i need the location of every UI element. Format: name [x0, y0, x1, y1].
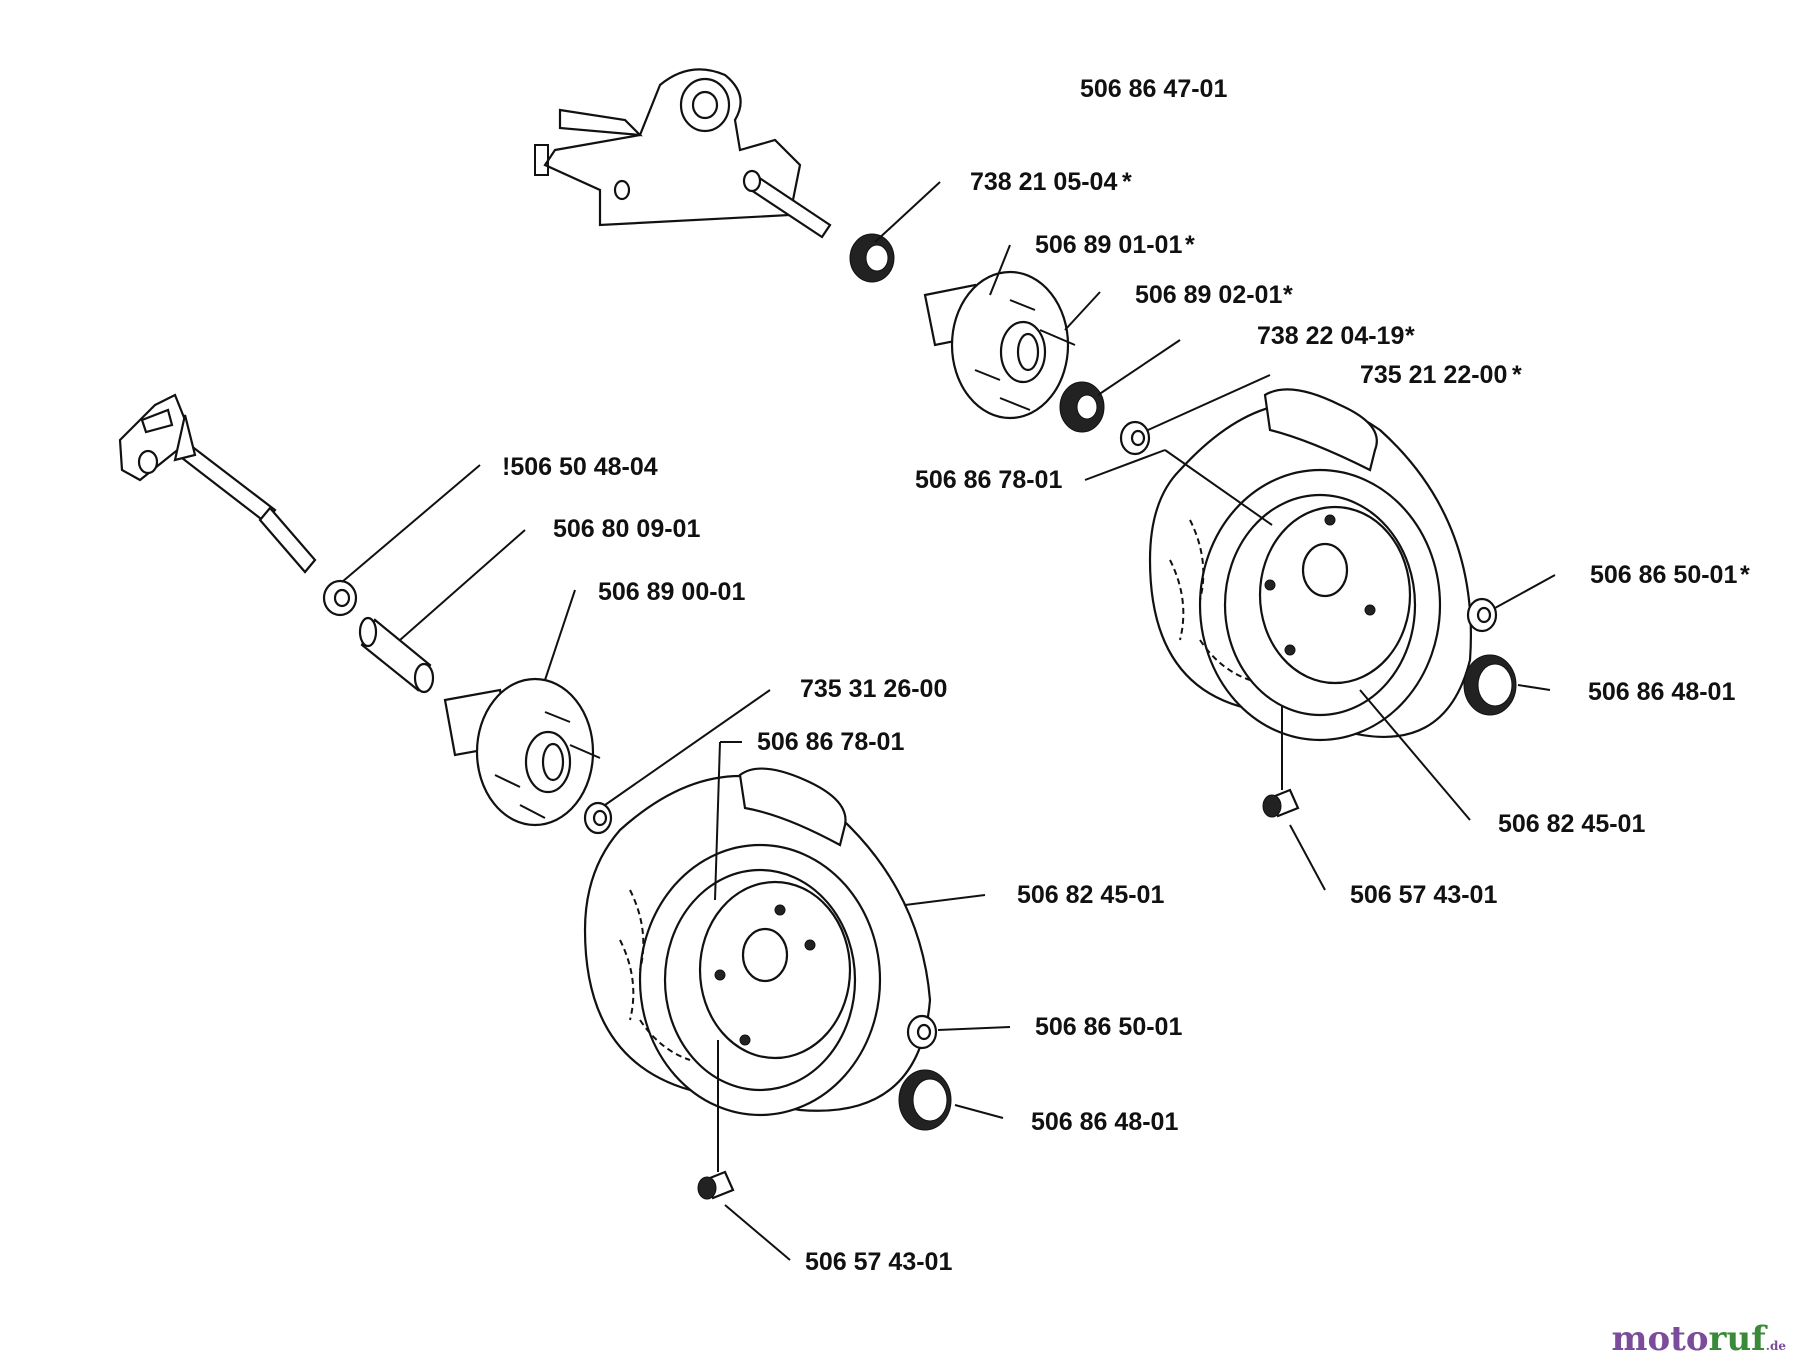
upper-hub [923, 270, 1076, 420]
part-label: 506 82 45-01 [1498, 810, 1645, 838]
part-labels: 506 86 47-01 738 21 05-04 506 89 01-01 5… [502, 75, 1737, 1276]
part-label: 735 31 26-00 [800, 675, 947, 703]
lower-lug-nut [906, 1014, 938, 1050]
asterisk-marker: * [1185, 231, 1195, 259]
lower-axle-bracket [118, 393, 277, 524]
part-label: 506 86 48-01 [1031, 1108, 1178, 1136]
lower-wheel [583, 767, 932, 1117]
upper-axle-bracket [534, 68, 802, 227]
part-label: 738 21 05-04 [970, 168, 1117, 196]
part-label: 506 86 48-01 [1588, 678, 1735, 706]
part-label: 506 57 43-01 [1350, 881, 1497, 909]
lower-valve-stem [697, 1170, 735, 1200]
upper-lug-nut [1466, 597, 1498, 633]
asterisk-marker: * [1512, 361, 1522, 389]
asterisk-marker: * [1405, 322, 1415, 350]
watermark-logo: motoruf.de [1611, 1319, 1786, 1359]
part-label: 506 82 45-01 [1017, 881, 1164, 909]
upper-bearing [1059, 381, 1105, 433]
part-label: 506 86 50-01 [1590, 561, 1737, 589]
asterisk-marker: * [1283, 281, 1293, 309]
lower-spacer-tube [358, 616, 435, 694]
lower-hub [443, 677, 601, 827]
asterisk-markers: * * * * * * [1122, 168, 1750, 589]
lower-washer-2 [583, 801, 613, 835]
lower-washer-1 [322, 579, 358, 617]
part-label: 506 89 00-01 [598, 578, 745, 606]
upper-valve-stem [1262, 788, 1300, 818]
upper-hub-cap [1463, 654, 1517, 716]
watermark-suffix: .de [1765, 1339, 1786, 1353]
part-label: 506 80 09-01 [553, 515, 700, 543]
upper-bushing [849, 233, 895, 283]
part-label: 738 22 04-19 [1257, 322, 1404, 350]
lower-axle-shaft [258, 506, 317, 574]
upper-washer [1119, 420, 1151, 456]
part-label: 506 89 02-01 [1135, 281, 1282, 309]
upper-axle-shaft [742, 169, 832, 239]
watermark-part1: moto [1611, 1319, 1709, 1359]
asterisk-marker: * [1122, 168, 1132, 196]
part-label: 506 86 78-01 [757, 728, 904, 756]
part-label: 506 57 43-01 [805, 1248, 952, 1276]
lower-hub-cap [898, 1069, 952, 1131]
part-label: 506 89 01-01 [1035, 231, 1182, 259]
part-label: 735 21 22-00 [1360, 361, 1507, 389]
part-label: 506 86 47-01 [1080, 75, 1227, 103]
part-label: 506 86 78-01 [915, 466, 1062, 494]
asterisk-marker: * [1740, 561, 1750, 589]
part-label: !506 50 48-04 [502, 453, 658, 481]
part-label: 506 86 50-01 [1035, 1013, 1182, 1041]
upper-wheel [1148, 388, 1472, 742]
watermark-part2: ruf [1708, 1319, 1766, 1359]
